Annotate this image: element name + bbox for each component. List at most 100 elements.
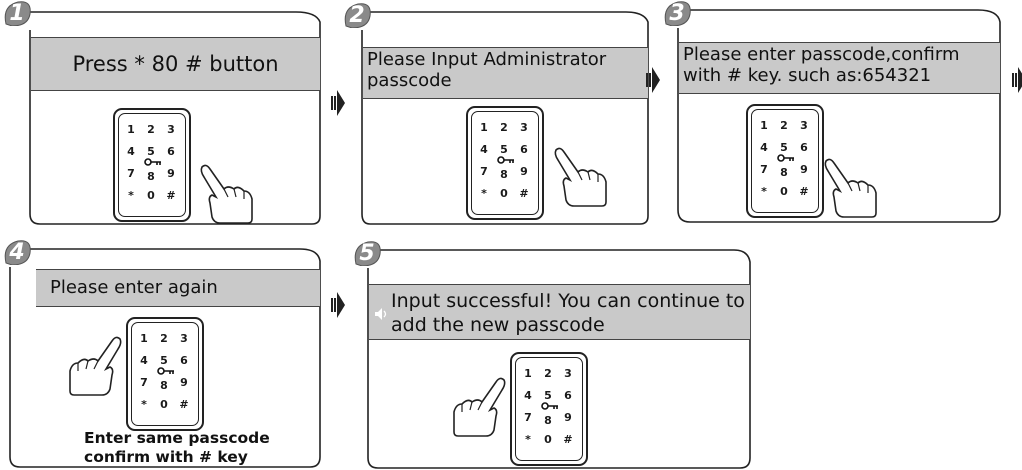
keypad-key: 7 (524, 411, 532, 424)
hand-pointer-icon (66, 335, 124, 397)
keypad-key: 5 (780, 141, 788, 154)
keypad-key: 4 (480, 143, 488, 156)
keypad-key: 9 (180, 376, 188, 389)
keypad-key: # (519, 187, 529, 200)
keypad-key: 1 (760, 119, 768, 132)
keypad-key: 8 (160, 379, 168, 392)
keypad-key: * (761, 185, 767, 198)
keypad-key: 9 (800, 163, 808, 176)
keypad-key: # (166, 189, 176, 202)
keypad-key: 2 (544, 367, 552, 380)
keypad-key: 5 (147, 145, 155, 158)
keypad-key: 3 (800, 119, 808, 132)
keypad-key: * (141, 398, 147, 411)
keypad-key: 1 (480, 121, 488, 134)
keypad-key: 0 (160, 398, 168, 411)
keypad-key: 1 (524, 367, 532, 380)
keypad-key: 0 (544, 433, 552, 446)
keypad-key: 4 (760, 141, 768, 154)
step-1-badge: 1 (2, 0, 32, 27)
step-2-title-bar: Please Input Administrator passcode (363, 47, 648, 99)
keypad-key: 3 (180, 332, 188, 345)
keypad-key: 7 (140, 376, 148, 389)
keypad-key: * (525, 433, 531, 446)
keypad-key: 1 (140, 332, 148, 345)
key-icon (541, 402, 558, 410)
step-4-caption-line1: Enter same passcode (84, 429, 270, 447)
step-3-number: 3 (669, 0, 685, 26)
keypad-key: 7 (127, 167, 135, 180)
key-icon (144, 158, 161, 166)
hand-pointer-icon (450, 376, 508, 438)
keypad-key: 4 (524, 389, 532, 402)
step-5-panel: 5 Input successful! You can continue to … (350, 238, 760, 470)
hand-pointer-icon (552, 146, 610, 208)
key-icon (777, 154, 794, 162)
keypad-key: 2 (500, 121, 508, 134)
speaker-icon (374, 306, 388, 320)
keypad-key: # (563, 433, 573, 446)
step-2-badge: 2 (342, 2, 372, 29)
step-3-panel: 3 Please enter passcode,confirm with # k… (660, 0, 1010, 230)
keypad-key: 8 (500, 168, 508, 181)
keypad-key: 1 (127, 123, 135, 136)
keypad-key: * (128, 189, 134, 202)
keypad-key: 4 (140, 354, 148, 367)
step-5-title-bar: Input successful! You can continue to ad… (369, 284, 750, 340)
keypad-key: * (481, 187, 487, 200)
keypad-key: 9 (167, 167, 175, 180)
step-1-number: 1 (9, 0, 25, 26)
step-4-badge: 4 (2, 239, 32, 266)
keypad-key: 6 (180, 354, 188, 367)
step-1-title-bar: Press * 80 # button (31, 37, 320, 91)
step-4-title-bar: Please enter again (36, 269, 320, 307)
keypad-key: 8 (147, 170, 155, 183)
keypad-key: 9 (520, 165, 528, 178)
keypad-key: 5 (544, 389, 552, 402)
keypad-key: # (799, 185, 809, 198)
step-4-title: Please enter again (50, 277, 218, 298)
key-icon (497, 156, 514, 164)
keypad-key: 6 (520, 143, 528, 156)
key-icon (157, 367, 174, 375)
keypad-key: 2 (160, 332, 168, 345)
keypad-key: 4 (127, 145, 135, 158)
step-5-title: Input successful! You can continue to ad… (391, 290, 745, 336)
step-5-number: 5 (359, 240, 375, 266)
arrow-right-icon (331, 290, 345, 320)
keypad-key: 2 (780, 119, 788, 132)
arrow-right-icon (646, 65, 660, 95)
keypad-key: 6 (564, 389, 572, 402)
keypad-key: 8 (544, 414, 552, 427)
keypad-key: 3 (167, 123, 175, 136)
keypad-key: 7 (480, 165, 488, 178)
keypad-key: 0 (780, 185, 788, 198)
arrow-right-icon (331, 88, 345, 118)
keypad-key: 5 (500, 143, 508, 156)
keypad-key: 9 (564, 411, 572, 424)
hand-pointer-icon (198, 163, 256, 225)
keypad-key: 6 (167, 145, 175, 158)
arrow-right-icon (1012, 65, 1022, 95)
keypad-key: # (179, 398, 189, 411)
keypad-key: 5 (160, 354, 168, 367)
keypad-key: 7 (760, 163, 768, 176)
step-4-caption-line2: confirm with # key (84, 448, 248, 466)
step-3-title-bar: Please enter passcode,confirm with # key… (679, 42, 1000, 94)
keypad-key: 6 (800, 141, 808, 154)
step-3-badge: 3 (662, 0, 692, 27)
keypad-key: 0 (500, 187, 508, 200)
step-4-number: 4 (9, 239, 25, 265)
keypad-key: 3 (520, 121, 528, 134)
step-2-title: Please Input Administrator passcode (367, 49, 607, 91)
step-2-number: 2 (349, 2, 365, 28)
keypad-key: 0 (147, 189, 155, 202)
